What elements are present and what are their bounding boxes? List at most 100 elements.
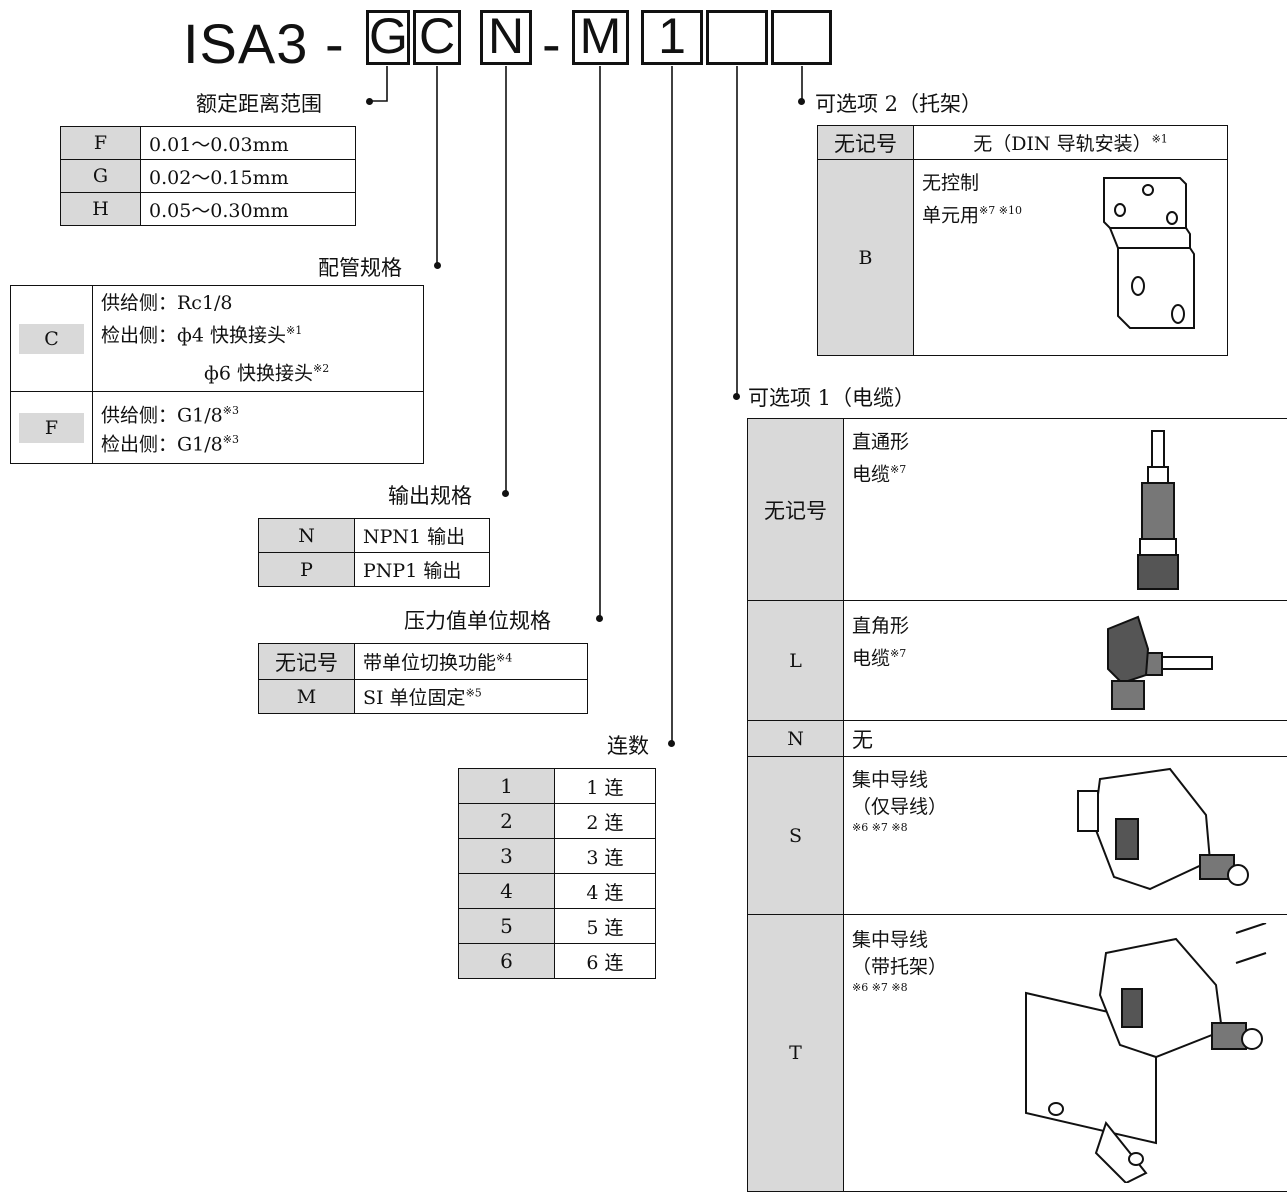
option1-code: L	[748, 601, 844, 721]
table-row: F 供给侧：G1/8※3 检出侧：G1/8※3	[11, 392, 424, 464]
option1-dot	[733, 393, 740, 400]
option1-line2-text: 电缆	[852, 647, 890, 669]
pressure-unit-code: 无记号	[259, 644, 355, 680]
output-code: N	[259, 519, 355, 553]
stations-value: 2 连	[555, 804, 656, 839]
code-box-range: G	[366, 10, 410, 65]
output-value: PNP1 输出	[355, 553, 490, 587]
right-angle-cable-icon	[1098, 609, 1218, 719]
piping-code-cell: F	[11, 392, 93, 464]
piping-supply: 供给侧：Rc1/8	[101, 290, 415, 317]
pressure-unit-value: SI 单位固定※5	[355, 680, 588, 714]
piping-code: C	[19, 324, 84, 354]
table-row: C 供给侧：Rc1/8 检出侧：ф4 快换接头※1 ф6 快换接头※2	[11, 286, 424, 392]
stations-value: 6 连	[555, 944, 656, 979]
option1-value: 无	[844, 721, 1287, 757]
piping-detect-text: 检出侧：G1/8	[101, 433, 223, 455]
rated-range-code: F	[61, 127, 141, 160]
table-row: 无记号带单位切换功能※4	[259, 644, 588, 680]
table-row: S 集中导线 （仅导线） ※6 ※7 ※8	[748, 757, 1287, 915]
output-value: NPN1 输出	[355, 519, 490, 553]
table-row: 无记号 直通形 电缆※7	[748, 419, 1287, 601]
stations-code: 4	[459, 874, 555, 909]
option1-code: N	[748, 721, 844, 757]
code-box-output: N	[480, 10, 532, 65]
stations-value: 4 连	[555, 874, 656, 909]
pressure-unit-text: SI 单位固定	[363, 687, 466, 709]
option2-value: 无（DIN 导轨安装）※1	[914, 126, 1228, 160]
rated-range-value: 0.01～0.03mm	[141, 127, 356, 160]
option1-code: T	[748, 915, 844, 1192]
note-mark: ※1	[286, 324, 302, 337]
stations-value: 3 连	[555, 839, 656, 874]
piping-detect-text: 检出侧：ф4 快换接头	[101, 324, 286, 346]
output-code: P	[259, 553, 355, 587]
pressure-unit-code: M	[259, 680, 355, 714]
note-mark: ※3	[223, 404, 239, 417]
piping-value-cell: 供给侧：Rc1/8 检出侧：ф4 快换接头※1 ф6 快换接头※2	[93, 286, 424, 392]
stations-code: 1	[459, 769, 555, 804]
option1-value: 集中导线 （仅导线） ※6 ※7 ※8	[844, 757, 1287, 915]
note-mark: ※1	[1152, 133, 1168, 146]
option1-title: 可选项 1（电缆）	[748, 382, 915, 412]
code-box-option1	[706, 10, 768, 65]
table-row: 无记号 无（DIN 导轨安装）※1	[818, 126, 1228, 160]
option2-line2-text: 单元用	[922, 204, 979, 226]
option2-code: B	[818, 160, 914, 356]
code-box-unit: M	[572, 10, 629, 65]
note-mark: ※7	[890, 463, 906, 476]
piping-title: 配管规格	[318, 252, 402, 282]
option2-title: 可选项 2（托架）	[815, 88, 982, 118]
straight-cable-icon	[1124, 427, 1194, 597]
piping-table: C 供给侧：Rc1/8 检出侧：ф4 快换接头※1 ф6 快换接头※2 F 供给…	[10, 285, 424, 464]
piping-value-cell: 供给侧：G1/8※3 检出侧：G1/8※3	[93, 392, 424, 464]
option1-code: S	[748, 757, 844, 915]
note-mark: ※5	[466, 687, 482, 700]
option1-value: 直角形 电缆※7	[844, 601, 1287, 721]
option1-code: 无记号	[748, 419, 844, 601]
stations-title: 连数	[607, 730, 649, 760]
table-row: N 无	[748, 721, 1287, 757]
piping-code-cell: C	[11, 286, 93, 392]
pressure-unit-text: 带单位切换功能	[363, 652, 496, 674]
piping-detect: 检出侧：ф4 快换接头※1	[101, 317, 415, 349]
stations-value: 1 连	[555, 769, 656, 804]
piping-detect: 检出侧：G1/8※3	[101, 428, 415, 456]
option2-table: 无记号 无（DIN 导轨安装）※1 B 无控制 单元用※7 ※10	[817, 125, 1228, 356]
table-row: L 直角形 电缆※7	[748, 601, 1287, 721]
rated-range-value: 0.02～0.15mm	[141, 160, 356, 193]
output-title: 输出规格	[388, 480, 472, 510]
option1-value: 直通形 电缆※7	[844, 419, 1287, 601]
bracket-icon	[1090, 168, 1230, 338]
pressure-unit-title: 压力值单位规格	[404, 605, 551, 635]
table-row: B 无控制 单元用※7 ※10	[818, 160, 1228, 356]
option2-text: 无（DIN 导轨安装）	[973, 133, 1151, 155]
note-mark: ※7	[890, 647, 906, 660]
rated-range-dot	[366, 98, 373, 105]
rated-range-title: 额定距离范围	[196, 88, 322, 118]
piping-detect-alt: ф6 快换接头※2	[101, 355, 415, 387]
code-box-option2	[771, 10, 832, 65]
stations-code: 5	[459, 909, 555, 944]
piping-supply: 供给侧：G1/8※3	[101, 399, 415, 427]
piping-detect-alt-text: ф6 快换接头	[204, 362, 313, 384]
stations-code: 6	[459, 944, 555, 979]
piping-supply-text: 供给侧：G1/8	[101, 405, 223, 427]
option2-dot	[798, 98, 805, 105]
piping-dot	[434, 262, 441, 269]
note-mark: ※3	[223, 433, 239, 446]
